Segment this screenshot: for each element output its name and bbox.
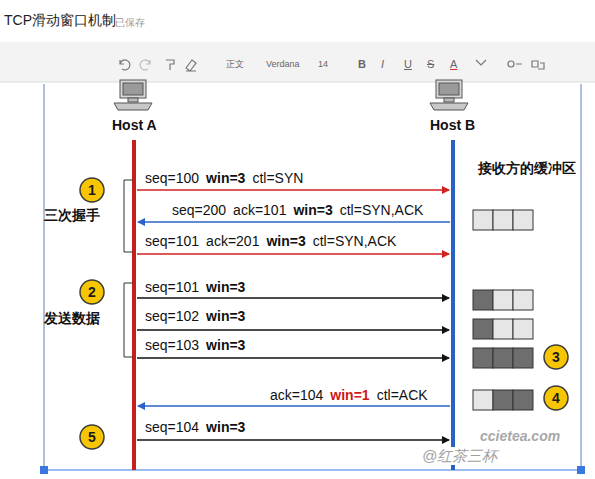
message-label: seq=100 win=3 ctl=SYN xyxy=(145,170,303,187)
message-label: seq=200 ack=101 win=3 ctl=SYN,ACK xyxy=(172,202,423,219)
watermark: ccietea.com xyxy=(480,428,560,444)
receive-buffer xyxy=(473,348,533,368)
message-field: win=3 xyxy=(206,279,245,295)
host-b-lifeline xyxy=(451,140,455,470)
toolbar-button: I xyxy=(381,58,384,70)
message-field: ack=201 xyxy=(206,233,259,249)
message-arrow xyxy=(137,189,449,191)
callout-number: 5 xyxy=(80,425,104,449)
message-arrow xyxy=(138,221,450,223)
phase-label: 发送数据 xyxy=(44,310,100,327)
page-border xyxy=(581,84,582,470)
message-field: ctl=SYN,ACK xyxy=(313,233,397,249)
message-arrow xyxy=(137,439,449,441)
host-name: Host A xyxy=(112,117,157,133)
message-arrow xyxy=(137,253,449,255)
message-field: ctl=SYN xyxy=(252,170,303,186)
message-field: win=3 xyxy=(206,170,245,186)
message-field: seq=104 xyxy=(145,419,199,435)
toolbar-button: A xyxy=(450,58,457,70)
toolbar-icons xyxy=(120,60,544,71)
save-status: 已保存 xyxy=(115,16,145,29)
callout-number: 2 xyxy=(80,280,104,304)
callout-circle xyxy=(80,178,568,449)
watermark: @红茶三杯 xyxy=(422,447,497,465)
callout-number: 4 xyxy=(544,386,568,410)
toolbar-button: S xyxy=(427,58,434,70)
message-label: seq=103 win=3 xyxy=(145,337,245,354)
phase-label: 三次握手 xyxy=(44,207,100,224)
computer-icon xyxy=(114,80,152,110)
toolbar-button: U xyxy=(404,57,412,71)
toolbar-button: U xyxy=(404,58,412,70)
message-field: win=3 xyxy=(293,202,332,218)
host-name: Host B xyxy=(430,117,475,133)
receive-buffer xyxy=(473,290,533,310)
host-a-lifeline xyxy=(132,140,136,470)
toolbar-text: 14 xyxy=(318,58,328,70)
selection-handle xyxy=(40,466,48,474)
host-name: Host A xyxy=(112,117,157,134)
receive-buffer xyxy=(473,210,533,230)
message-field: ack=104 xyxy=(270,387,323,403)
toolbar-button: A xyxy=(450,57,457,71)
message-label: seq=101 ack=201 win=3 ctl=SYN,ACK xyxy=(145,233,396,250)
selection-handle xyxy=(577,466,585,474)
buffer-title: 接收方的缓冲区 xyxy=(478,160,576,176)
toolbar-text: 正文 xyxy=(226,59,244,69)
message-field: seq=100 xyxy=(145,170,199,186)
toolbar-text: Verdana xyxy=(266,58,300,70)
message-label: seq=104 win=3 xyxy=(145,419,245,436)
title-bar xyxy=(0,0,595,40)
message-field: seq=200 xyxy=(172,202,226,218)
buffer-title: 接收方的缓冲区 xyxy=(478,160,576,177)
toolbar-text: 14 xyxy=(318,59,328,69)
toolbar-text: Verdana xyxy=(266,59,300,69)
message-field: ack=101 xyxy=(233,202,286,218)
toolbar-button: B xyxy=(358,58,366,70)
message-field: ctl=ACK xyxy=(377,387,428,403)
callout-number: 1 xyxy=(80,178,104,202)
save-status: 已保存 xyxy=(115,17,145,28)
selection-border xyxy=(44,470,581,471)
message-arrow xyxy=(138,405,450,407)
message-label: ack=104 win=1 ctl=ACK xyxy=(270,387,428,404)
phase-label: 发送数据 xyxy=(44,310,100,326)
bracket xyxy=(124,283,133,357)
toolbar xyxy=(0,42,595,82)
message-field: seq=102 xyxy=(145,308,199,324)
message-arrow xyxy=(137,329,449,331)
message-arrow xyxy=(137,357,449,359)
watermark: @红茶三杯 xyxy=(422,447,497,464)
callout-number: 3 xyxy=(544,345,568,369)
bracket xyxy=(124,180,133,252)
message-field: win=3 xyxy=(206,308,245,324)
document-title: TCP滑动窗口机制 xyxy=(4,12,116,30)
message-label: seq=102 win=3 xyxy=(145,308,245,325)
message-field: win=1 xyxy=(330,387,369,403)
message-label: seq=101 win=3 xyxy=(145,279,245,296)
message-field: seq=103 xyxy=(145,337,199,353)
page-border xyxy=(44,84,45,470)
receive-buffer xyxy=(473,319,533,339)
message-field: win=3 xyxy=(206,419,245,435)
phase-label: 三次握手 xyxy=(44,207,100,223)
toolbar-button: I xyxy=(381,57,384,71)
message-field: seq=101 xyxy=(145,279,199,295)
toolbar-button: S xyxy=(427,57,434,71)
message-field: ctl=SYN,ACK xyxy=(340,202,424,218)
watermark: ccietea.com xyxy=(480,428,560,445)
receive-buffer xyxy=(473,390,533,410)
message-arrow xyxy=(137,297,449,299)
computer-icon xyxy=(430,80,468,110)
toolbar-border xyxy=(0,82,595,83)
toolbar-button: B xyxy=(358,57,366,71)
message-field: win=3 xyxy=(266,233,305,249)
message-field: seq=101 xyxy=(145,233,199,249)
host-name: Host B xyxy=(430,117,475,134)
toolbar-text: 正文 xyxy=(226,58,244,70)
message-field: win=3 xyxy=(206,337,245,353)
